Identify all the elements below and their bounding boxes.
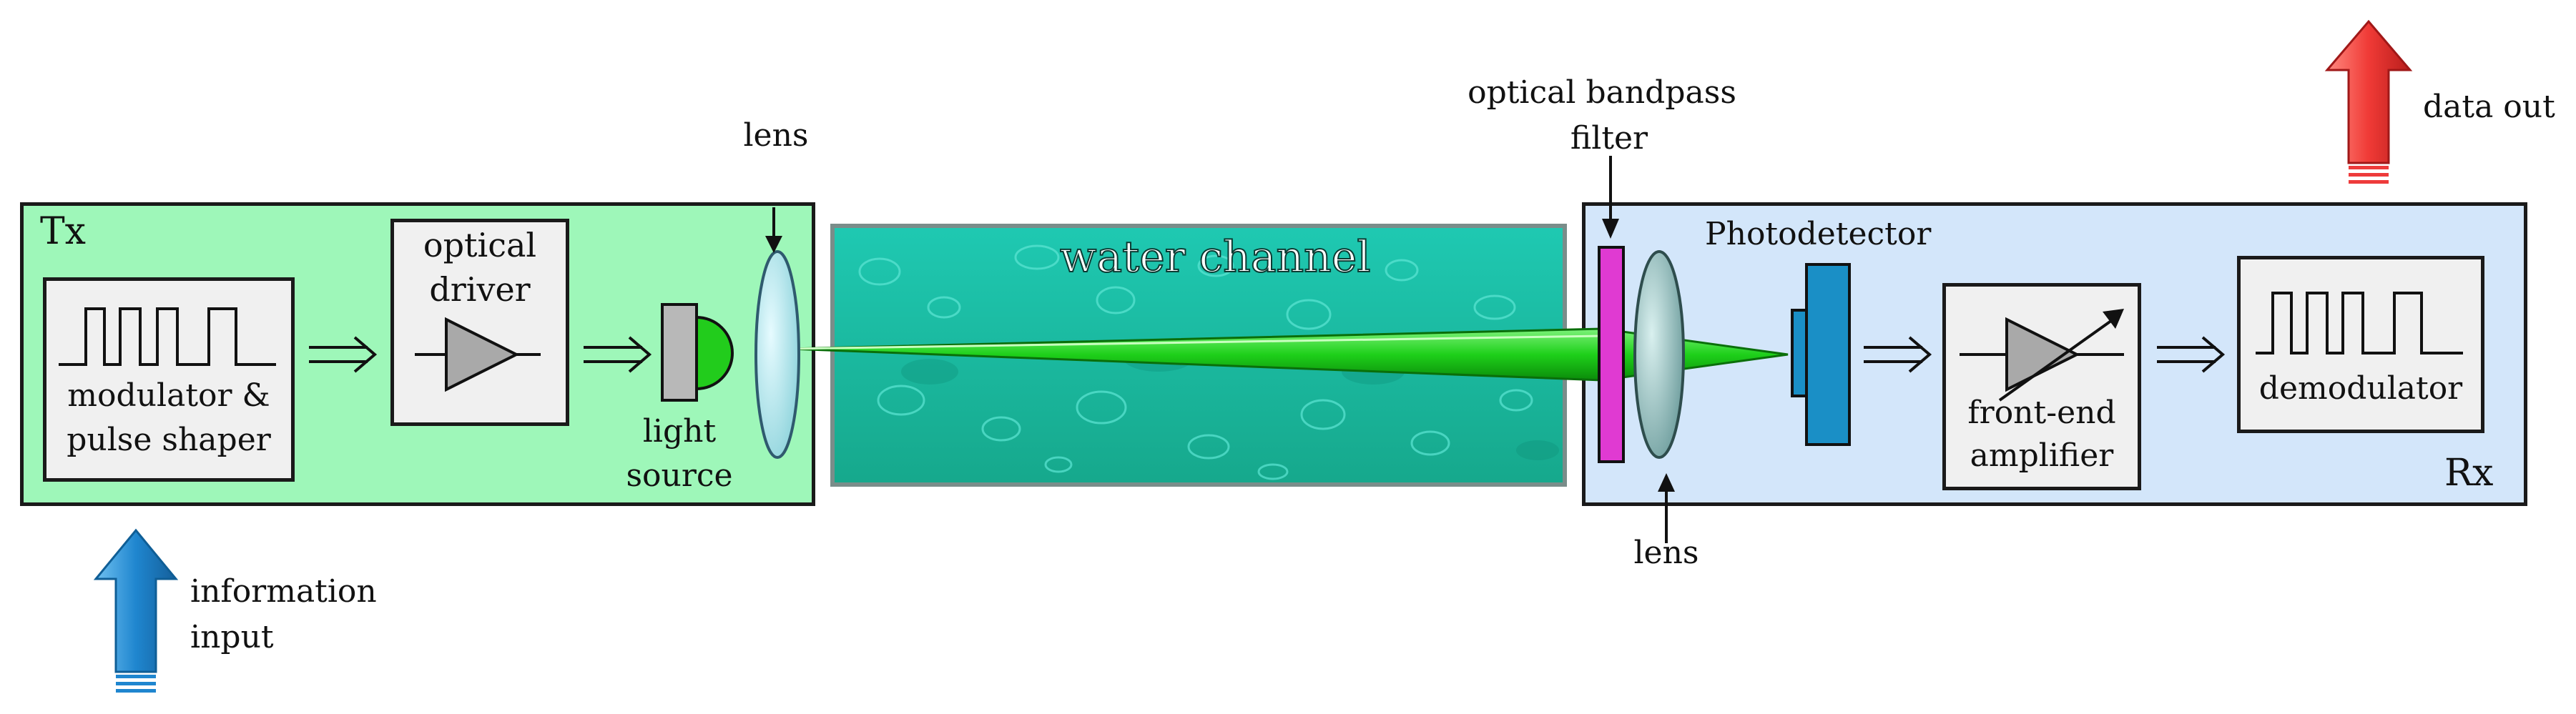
filter-label-2: filter	[1570, 120, 1648, 157]
demodulator-label: demodulator	[2258, 370, 2463, 407]
arrow-up-output-icon	[2324, 19, 2413, 184]
photodetector-label: Photodetector	[1705, 216, 1932, 252]
data-out-label: data out	[2423, 89, 2555, 125]
modulator-label-1: modulator &	[67, 377, 270, 414]
driver-label-1: optical	[423, 226, 537, 264]
information-input-label-1: information	[190, 573, 377, 610]
tx-lens-label: lens	[743, 117, 809, 154]
information-input-label-2: input	[190, 619, 274, 655]
water-channel-label: water channel	[1059, 232, 1372, 282]
arrow-up-icon	[93, 528, 179, 693]
filter-label-1: optical bandpass	[1468, 74, 1736, 111]
lens-icon	[754, 250, 800, 459]
light-source-label-2: source	[626, 457, 733, 494]
light-source-icon	[661, 303, 734, 402]
tx-label: Tx	[40, 210, 87, 253]
double-arrow-icon	[309, 336, 652, 373]
amplifier-label-2: amplifier	[1970, 437, 2114, 474]
rx-label: Rx	[2444, 452, 2494, 495]
light-beam	[790, 327, 1789, 382]
rx-lens-label: lens	[1633, 535, 1699, 571]
light-source-label-1: light	[642, 413, 717, 450]
photodetector-icon	[1791, 263, 1851, 446]
amplifier-label-1: front-end	[1967, 395, 2116, 431]
modulator-label-2: pulse shaper	[67, 422, 271, 458]
filter-icon	[1598, 246, 1625, 463]
driver-label-2: driver	[429, 270, 531, 309]
